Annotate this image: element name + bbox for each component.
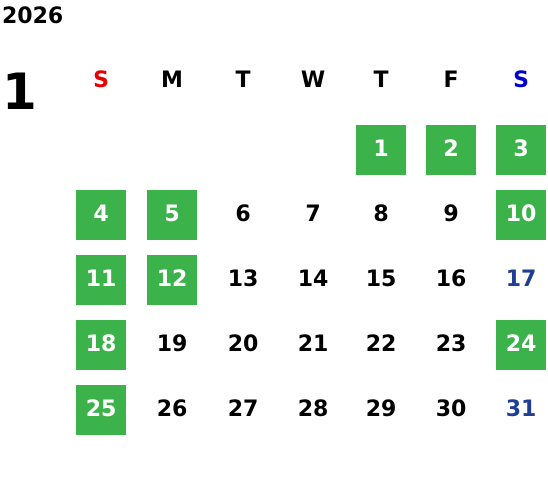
day-cell: 30: [435, 397, 467, 422]
calendar-year: 2026: [2, 4, 64, 29]
day-cell: 21: [297, 332, 329, 357]
weekday-thursday: T: [373, 68, 389, 93]
day-cell-saturday: 17: [505, 267, 537, 292]
day-cell: 26: [156, 397, 188, 422]
day-cell: 14: [297, 267, 329, 292]
day-cell: 19: [156, 332, 188, 357]
day-cell-holiday: 5: [147, 190, 197, 240]
day-cell: 27: [227, 397, 259, 422]
day-cell: 20: [227, 332, 259, 357]
day-cell: 29: [365, 397, 397, 422]
day-cell-holiday: 4: [76, 190, 126, 240]
day-cell: 6: [235, 202, 251, 227]
day-cell-holiday: 10: [496, 190, 546, 240]
day-cell-holiday: 25: [76, 385, 126, 435]
day-cell-holiday: 12: [147, 255, 197, 305]
weekday-monday: M: [161, 68, 183, 93]
day-cell: 7: [305, 202, 321, 227]
weekday-friday: F: [443, 68, 459, 93]
weekday-tuesday: T: [235, 68, 251, 93]
day-cell: 8: [373, 202, 389, 227]
calendar-month: 1: [2, 63, 37, 121]
weekday-sunday: S: [93, 68, 109, 93]
day-cell: 13: [227, 267, 259, 292]
day-cell-holiday: 24: [496, 320, 546, 370]
weekday-saturday: S: [513, 68, 529, 93]
day-cell-holiday: 2: [426, 125, 476, 175]
day-cell: 22: [365, 332, 397, 357]
day-cell: 9: [443, 202, 459, 227]
day-cell-saturday: 31: [505, 397, 537, 422]
weekday-wednesday: W: [300, 68, 326, 93]
day-cell: 28: [297, 397, 329, 422]
day-cell: 23: [435, 332, 467, 357]
day-cell-holiday: 11: [76, 255, 126, 305]
day-cell-holiday: 3: [496, 125, 546, 175]
day-cell-holiday: 18: [76, 320, 126, 370]
day-cell: 16: [435, 267, 467, 292]
day-cell-holiday: 1: [356, 125, 406, 175]
day-cell: 15: [365, 267, 397, 292]
